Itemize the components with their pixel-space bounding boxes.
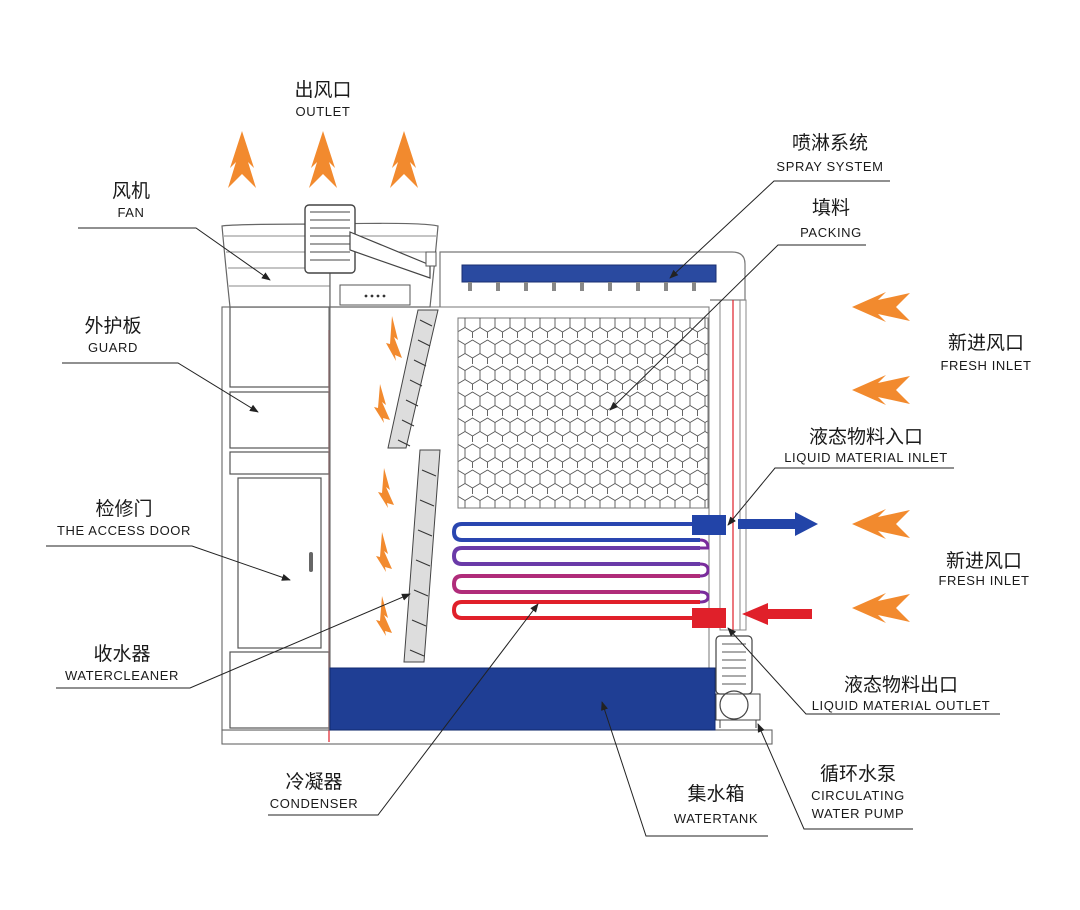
label-packing: 填料 PACKING <box>800 197 862 240</box>
pump-cn: 循环水泵 <box>820 763 896 785</box>
pump-en-2: WATER PUMP <box>812 806 905 821</box>
guard-en: GUARD <box>88 340 138 355</box>
door-handle[interactable] <box>309 552 313 572</box>
label-fresh-inlet-2: 新进风口 FRESH INLET <box>938 550 1029 588</box>
fresh-arrow-3 <box>852 509 910 539</box>
outlet-cn: 出风口 <box>294 79 351 101</box>
liquid-arrows <box>738 512 818 625</box>
liquid-outlet-cn: 液态物料出口 <box>844 674 958 696</box>
fresh-inlet-2-cn: 新进风口 <box>946 550 1022 572</box>
water-cleaner <box>387 309 441 663</box>
tower-body <box>221 204 773 745</box>
outlet-arrow-1 <box>228 131 256 188</box>
label-access-door: 检修门 THE ACCESS DOOR <box>57 498 191 538</box>
fan-cn: 风机 <box>112 180 150 202</box>
upper-housing <box>439 251 746 307</box>
label-watercleaner: 收水器 WATERCLEANER <box>65 643 179 683</box>
liquid-inlet-arrow <box>738 512 818 536</box>
outlet-en: OUTLET <box>296 104 351 119</box>
spray-pipe <box>461 264 717 283</box>
label-pump: 循环水泵 CIRCULATING WATER PUMP <box>811 763 905 821</box>
outlet-arrow-3 <box>390 131 418 188</box>
fresh-inlet-2-en: FRESH INLET <box>938 573 1029 588</box>
water-tank <box>329 667 716 731</box>
fan-motor <box>304 204 356 274</box>
label-liquid-inlet: 液态物料入口 LIQUID MATERIAL INLET <box>784 426 948 465</box>
fresh-arrow-2 <box>852 375 910 405</box>
internal-air-arrows <box>374 316 402 636</box>
spray-cn: 喷淋系统 <box>792 132 868 154</box>
packing-cn: 填料 <box>812 197 850 219</box>
liquid-outlet-en: LIQUID MATERIAL OUTLET <box>812 698 991 713</box>
condenser-coils <box>451 515 726 628</box>
liquid-outlet-arrow <box>742 603 812 625</box>
circulating-pump <box>715 635 761 728</box>
liquid-inlet-cn: 液态物料入口 <box>809 426 923 448</box>
label-watertank: 集水箱 WATERTANK <box>674 783 758 826</box>
outlet-arrow-2 <box>309 131 337 188</box>
label-condenser: 冷凝器 CONDENSER <box>270 771 358 811</box>
guard-cn: 外护板 <box>84 315 141 337</box>
base-plate <box>221 729 773 745</box>
condenser-en: CONDENSER <box>270 796 358 811</box>
watercleaner-en: WATERCLEANER <box>65 668 179 683</box>
pump-en-1: CIRCULATING <box>811 788 905 803</box>
fresh-inlet-1-en: FRESH INLET <box>940 358 1031 373</box>
outlet-air-arrows <box>228 131 418 188</box>
watertank-cn: 集水箱 <box>687 783 744 805</box>
packing-en: PACKING <box>800 225 862 240</box>
label-fresh-inlet-1: 新进风口 FRESH INLET <box>940 332 1031 373</box>
fresh-arrow-1 <box>852 292 910 322</box>
watertank-en: WATERTANK <box>674 811 758 826</box>
fresh-air-arrows <box>852 292 910 623</box>
guard-block <box>221 306 331 731</box>
spray-nozzles <box>468 282 696 291</box>
outlet-header <box>692 608 726 628</box>
fan-en: FAN <box>117 205 144 220</box>
condenser-cn: 冷凝器 <box>285 771 342 793</box>
access-door-en: THE ACCESS DOOR <box>57 523 191 538</box>
belt-guard <box>349 231 431 279</box>
liquid-inlet-en: LIQUID MATERIAL INLET <box>784 450 948 465</box>
label-outlet: 出风口 OUTLET <box>294 79 351 119</box>
label-guard: 外护板 GUARD <box>84 315 141 355</box>
fresh-inlet-1-cn: 新进风口 <box>948 332 1024 354</box>
label-liquid-outlet: 液态物料出口 LIQUID MATERIAL OUTLET <box>812 674 991 713</box>
fresh-arrow-4 <box>852 593 910 623</box>
access-door-panel[interactable] <box>237 477 322 649</box>
label-fan: 风机 FAN <box>112 180 150 220</box>
label-spray: 喷淋系统 SPRAY SYSTEM <box>776 132 883 174</box>
access-door-cn: 检修门 <box>95 498 152 520</box>
spray-en: SPRAY SYSTEM <box>776 159 883 174</box>
watercleaner-cn: 收水器 <box>93 643 150 665</box>
leader-lines <box>46 180 1000 837</box>
inlet-header <box>692 515 726 535</box>
packing-fill <box>457 317 709 509</box>
fan-assembly <box>221 204 439 308</box>
